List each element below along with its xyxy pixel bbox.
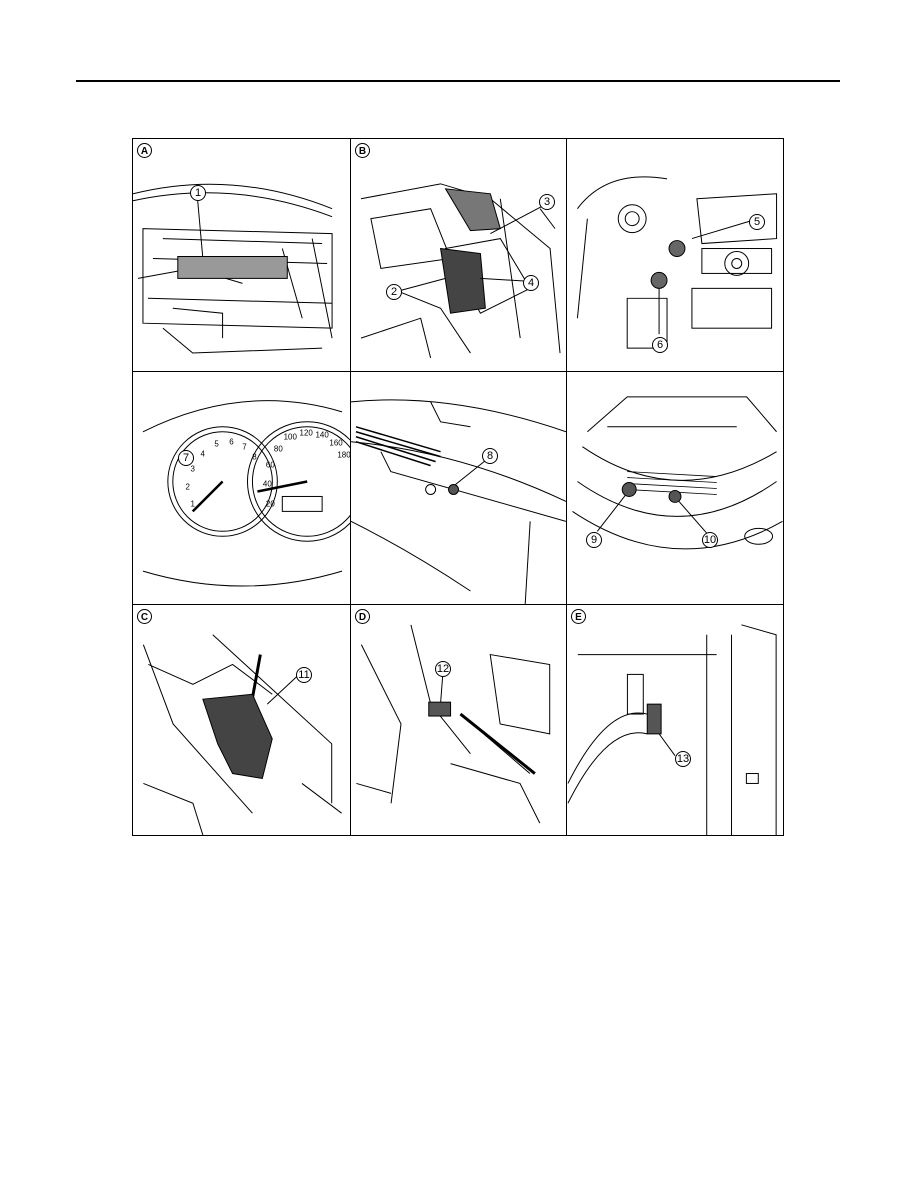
panel-letter: D (355, 609, 370, 624)
speedo-tick: 120 (300, 429, 314, 438)
panel-center-console: 5 6 (567, 139, 783, 372)
tach-tick: 2 (186, 482, 191, 491)
callout-10: 10 (702, 532, 718, 548)
panel-letter: C (137, 609, 152, 624)
panel-letter: B (355, 143, 370, 158)
tach-tick: 3 (191, 465, 196, 474)
callout-12: 12 (435, 661, 451, 677)
callout-4: 4 (523, 275, 539, 291)
callout-5: 5 (749, 214, 765, 230)
center-console-illustration (576, 176, 778, 349)
shifter-illustration (142, 634, 342, 835)
callout-13: 13 (675, 751, 691, 767)
tach-tick: 8 (252, 453, 257, 462)
combination-meter-illustration: 1 2 3 4 5 6 7 8 20 40 60 80 100 120 140 … (142, 400, 350, 587)
rear-pillar-illustration (567, 624, 777, 835)
speedo-tick: 80 (274, 445, 283, 454)
callout-6: 6 (652, 337, 668, 353)
engine-bay-illustration (360, 183, 561, 359)
tach-tick: 4 (200, 450, 205, 459)
speedo-tick: 40 (263, 480, 272, 489)
speedo-tick: 160 (329, 439, 343, 448)
callout-11: 11 (296, 667, 312, 683)
tach-tick: 1 (191, 499, 196, 508)
panel-letter: A (137, 143, 152, 158)
speedo-tick: 100 (284, 433, 298, 442)
callout-8: 8 (482, 448, 498, 464)
speedo-tick: 60 (266, 461, 275, 470)
callout-2: 2 (386, 284, 402, 300)
panel-c-shifter: C 11 (133, 605, 351, 835)
panel-combination-meter: 1 2 3 4 5 6 7 8 20 40 60 80 100 120 140 … (133, 372, 351, 605)
panel-d-under-dash: D 12 (351, 605, 567, 835)
panel-front-bumper: 9 10 (567, 372, 783, 605)
component-location-figure: A 1 B 2 3 4 (132, 138, 784, 836)
speedo-tick: 180 (337, 451, 350, 460)
front-bumper-illustration (572, 396, 783, 550)
callout-3: 3 (539, 194, 555, 210)
dashboard-illustration (133, 183, 333, 354)
speedo-tick: 140 (315, 431, 329, 440)
panel-b-engine-bay: B 2 3 4 (351, 139, 567, 372)
header-rule (76, 80, 840, 82)
callout-1: 1 (190, 185, 206, 201)
callout-7: 7 (178, 450, 194, 466)
under-dash-illustration (356, 624, 551, 824)
panel-e-rear-pillar: E 13 (567, 605, 783, 835)
speedo-tick: 20 (266, 499, 275, 508)
panel-windshield-cowl: 8 (351, 372, 567, 605)
tach-tick: 7 (242, 443, 247, 452)
panel-letter: E (571, 609, 586, 624)
callout-9: 9 (586, 532, 602, 548)
tach-tick: 5 (214, 440, 219, 449)
panel-a-dashboard: A 1 (133, 139, 351, 372)
windshield-cowl-illustration (351, 399, 566, 604)
tach-tick: 6 (229, 438, 234, 447)
